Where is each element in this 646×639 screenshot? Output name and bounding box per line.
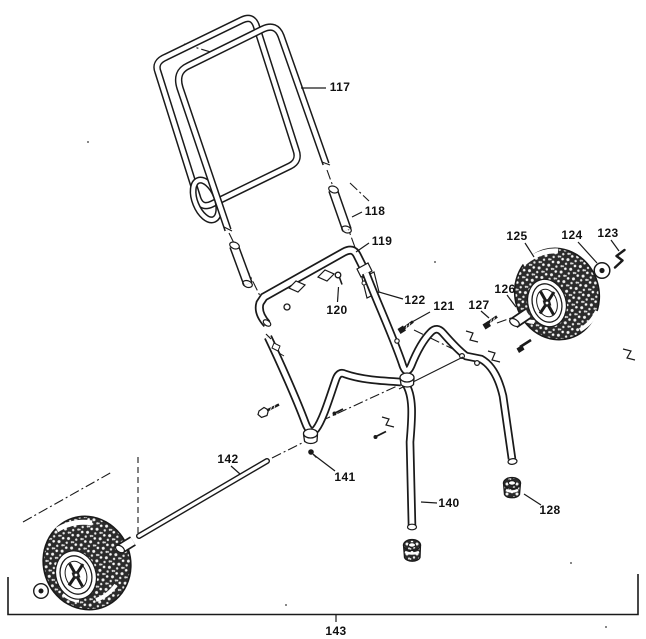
ground-boundary-line [7, 574, 639, 622]
retainer-pin-123 [613, 248, 626, 269]
hardware-brackets [381, 330, 636, 428]
washer-124 [593, 261, 611, 280]
part-label-140: 140 [438, 496, 460, 510]
part-label-119: 119 [371, 234, 393, 248]
right-wheel [513, 247, 601, 341]
screw-on-axis-left [332, 408, 344, 416]
callout-leader-lines [230, 87, 620, 506]
part-label-142: 142 [217, 452, 239, 466]
part-label-125: 125 [506, 229, 528, 243]
bolt-127 [482, 315, 498, 330]
lower-handle [254, 245, 380, 328]
part-label-123: 123 [597, 226, 619, 240]
screw-120 [334, 271, 343, 285]
bolt-left-of-legs [257, 403, 280, 419]
left-foot-cap [402, 538, 422, 562]
axle-rod [136, 458, 270, 539]
left-leg [401, 380, 418, 531]
part-label-117: 117 [329, 80, 351, 94]
left-wheel-washer [33, 583, 50, 600]
left-wheel [42, 515, 132, 611]
part-label-126: 126 [494, 282, 516, 296]
screw-on-axis-right [373, 430, 387, 439]
part-label-127: 127 [468, 298, 490, 312]
part-label-118: 118 [364, 204, 386, 218]
frame-tube [362, 271, 518, 465]
part-label-121: 121 [433, 299, 455, 313]
part-label-141: 141 [334, 470, 356, 484]
front-legs [264, 333, 402, 436]
connector-tube-right [328, 185, 352, 234]
part-label-124: 124 [561, 228, 583, 242]
upper-handle [153, 14, 331, 232]
bolt-121 [397, 320, 414, 334]
bushing-126 [509, 308, 532, 328]
part-label-128: 128 [539, 503, 561, 517]
axle-bushing [114, 536, 136, 554]
print-specks [87, 141, 607, 628]
bolt-below-bushing [516, 338, 532, 353]
connector-tube-left [229, 241, 253, 289]
pivot-caps [302, 372, 415, 445]
part-label-120: 120 [326, 303, 348, 317]
part-label-122: 122 [404, 293, 426, 307]
part-label-143: 143 [325, 624, 347, 638]
foot-cap-128 [502, 476, 522, 499]
